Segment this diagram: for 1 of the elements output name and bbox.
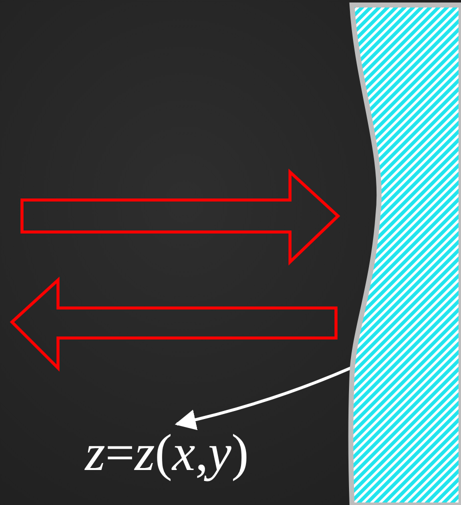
- equation-label: z=z(x,y): [85, 428, 249, 480]
